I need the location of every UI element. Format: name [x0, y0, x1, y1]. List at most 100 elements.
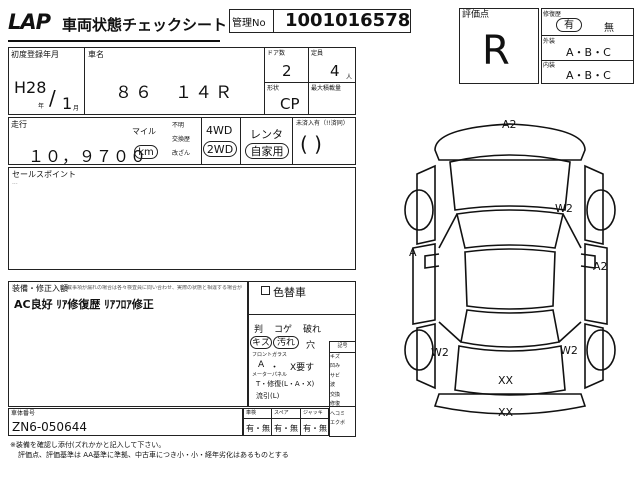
left-rear-body: [416, 323, 436, 390]
legend-item-label: 修復: [330, 401, 341, 407]
era-suffix: 年: [38, 103, 45, 110]
cc-scratch-label: キズ: [251, 338, 270, 348]
equipment-text: AC良好 ﾘｱ修復歴 ﾘｱﾌﾛｱ修正: [14, 298, 154, 311]
wheel-front-right: [586, 189, 616, 231]
divider: [541, 35, 634, 36]
accessory-grid: [243, 408, 329, 436]
unit-km: km: [134, 145, 158, 159]
legend-item: キズ: [330, 353, 355, 363]
cc-stain: 汚れ: [273, 336, 299, 349]
legend-item-label: へコミ: [330, 410, 346, 417]
drive-2wd: 2WD: [203, 141, 237, 157]
right-side-body: [584, 164, 604, 245]
use-rental: レンタ: [250, 128, 283, 141]
vehicle-box: [8, 47, 356, 115]
acc-val-3: 有・無: [303, 424, 327, 433]
legend-list: 記号 キズ 凹み サビ 波 交換 修復 へコミ エクボ: [330, 342, 355, 429]
legend-item: サビ: [330, 372, 355, 382]
divider: [243, 418, 329, 419]
color-change-label: 色替車: [273, 286, 306, 299]
body-label: 形状: [267, 85, 280, 92]
repair-yes: 有: [556, 18, 582, 32]
acc-head-2: スペア: [274, 410, 289, 416]
logo-text: LAP: [8, 10, 51, 34]
mark-right-side: A2: [593, 260, 608, 273]
legend-item: エクボ: [330, 419, 355, 429]
windshield: [456, 209, 564, 249]
cc-head-3: 破れ: [303, 325, 322, 335]
slash: /: [49, 86, 56, 110]
doors-value: 2: [282, 62, 292, 80]
rework-label: 未済入有（!!済同）: [296, 120, 349, 127]
rear-window: [460, 309, 560, 348]
mileage-label: 走行: [11, 120, 27, 129]
legend-item-label: 交換: [330, 391, 341, 398]
right-door: [584, 243, 608, 325]
exchanged-label: 交換歴: [172, 136, 191, 143]
trunk: [454, 345, 566, 396]
mark-right-front: W2: [555, 202, 573, 215]
color-change-checkbox: [261, 286, 270, 295]
control-no-value: 1001016578: [285, 10, 411, 31]
drive-4wd: 4WD: [206, 124, 233, 137]
a-pillar-right: [562, 213, 582, 249]
windshield-label: フロントガラス: [252, 352, 287, 358]
use-private-label: 自家用: [250, 145, 284, 158]
unit-km-label: km: [138, 147, 154, 158]
sheet-title-underline: [8, 40, 220, 42]
cc-stain-label: 汚れ: [276, 338, 295, 348]
mark-left-rear: W2: [431, 346, 449, 359]
model-value: ８６ １４Ｒ: [115, 83, 235, 103]
repair-no: 無: [604, 23, 614, 34]
model-label: 車名: [88, 50, 104, 59]
divider: [84, 47, 85, 115]
chassis-label: 車体番号: [11, 410, 36, 417]
meter-value: T・修復(L・A・X): [256, 380, 315, 388]
legend-item-label: 凹み: [330, 363, 341, 369]
interior-grades: A・B・C: [566, 69, 611, 82]
legend-item: へコミ: [330, 410, 355, 420]
legend-item-label: 波: [330, 382, 336, 388]
chassis-value: ZN6-050644: [12, 420, 87, 434]
legend-item: 修復: [330, 400, 355, 410]
legend-item: 凹み: [330, 362, 355, 372]
equipment-note: (記載事項が漏れの場合は各々検査員に問い合わせ、実際の状態と相違する場合がありま…: [60, 285, 242, 291]
meter-label: メーターパネル: [252, 372, 287, 378]
mark-right-rear: W2: [560, 344, 578, 357]
mark-left-side: A: [409, 246, 417, 259]
divider: [292, 117, 293, 165]
acc-val-2: 有・無: [274, 424, 298, 433]
footer-note-2: 評価点、評価基準は AA基準に準拠、中古車につき小・小・経年劣化はあるものとする: [18, 451, 289, 459]
left-door: [412, 243, 436, 325]
unit-miles-label: マイル: [132, 127, 156, 136]
divider: [240, 117, 241, 165]
acc-head-1: 車検: [246, 410, 257, 416]
exterior-grades: A・B・C: [566, 46, 611, 59]
sales-point-faint-text: ...: [12, 179, 18, 186]
mileage-value: １０，９７００: [28, 147, 148, 166]
footer-note-1: ※装備を確認し添付(ズれかかと記入して下さい。: [10, 441, 166, 449]
equipment-label: 装備・修正入額: [12, 284, 68, 293]
divider: [201, 117, 202, 165]
divider: [300, 408, 301, 436]
legend-item: 交換: [330, 391, 355, 401]
divider: [248, 314, 356, 315]
cc-head-1: 判: [254, 325, 264, 335]
hood-outline: [449, 154, 571, 211]
legend-item-label: エクボ: [330, 420, 346, 426]
drive-2wd-label: 2WD: [206, 143, 234, 156]
wheel-front-left: [404, 189, 434, 231]
wheel-rear-right: [586, 329, 616, 371]
legend-item-label: キズ: [330, 353, 341, 360]
sales-point-faint: ...: [12, 179, 18, 186]
doors-label: ドア数: [267, 50, 286, 57]
acc-val-1: 有・無: [246, 424, 270, 433]
mark-top: A2: [502, 118, 517, 131]
grade-box: [459, 8, 539, 84]
grade-value: R: [482, 28, 510, 74]
divider: [271, 408, 272, 436]
repair-label: 修復歴: [543, 11, 562, 18]
month-suffix: 月: [73, 105, 80, 112]
cc-head-2: コゲ: [274, 325, 293, 335]
control-no-box: [229, 9, 411, 33]
